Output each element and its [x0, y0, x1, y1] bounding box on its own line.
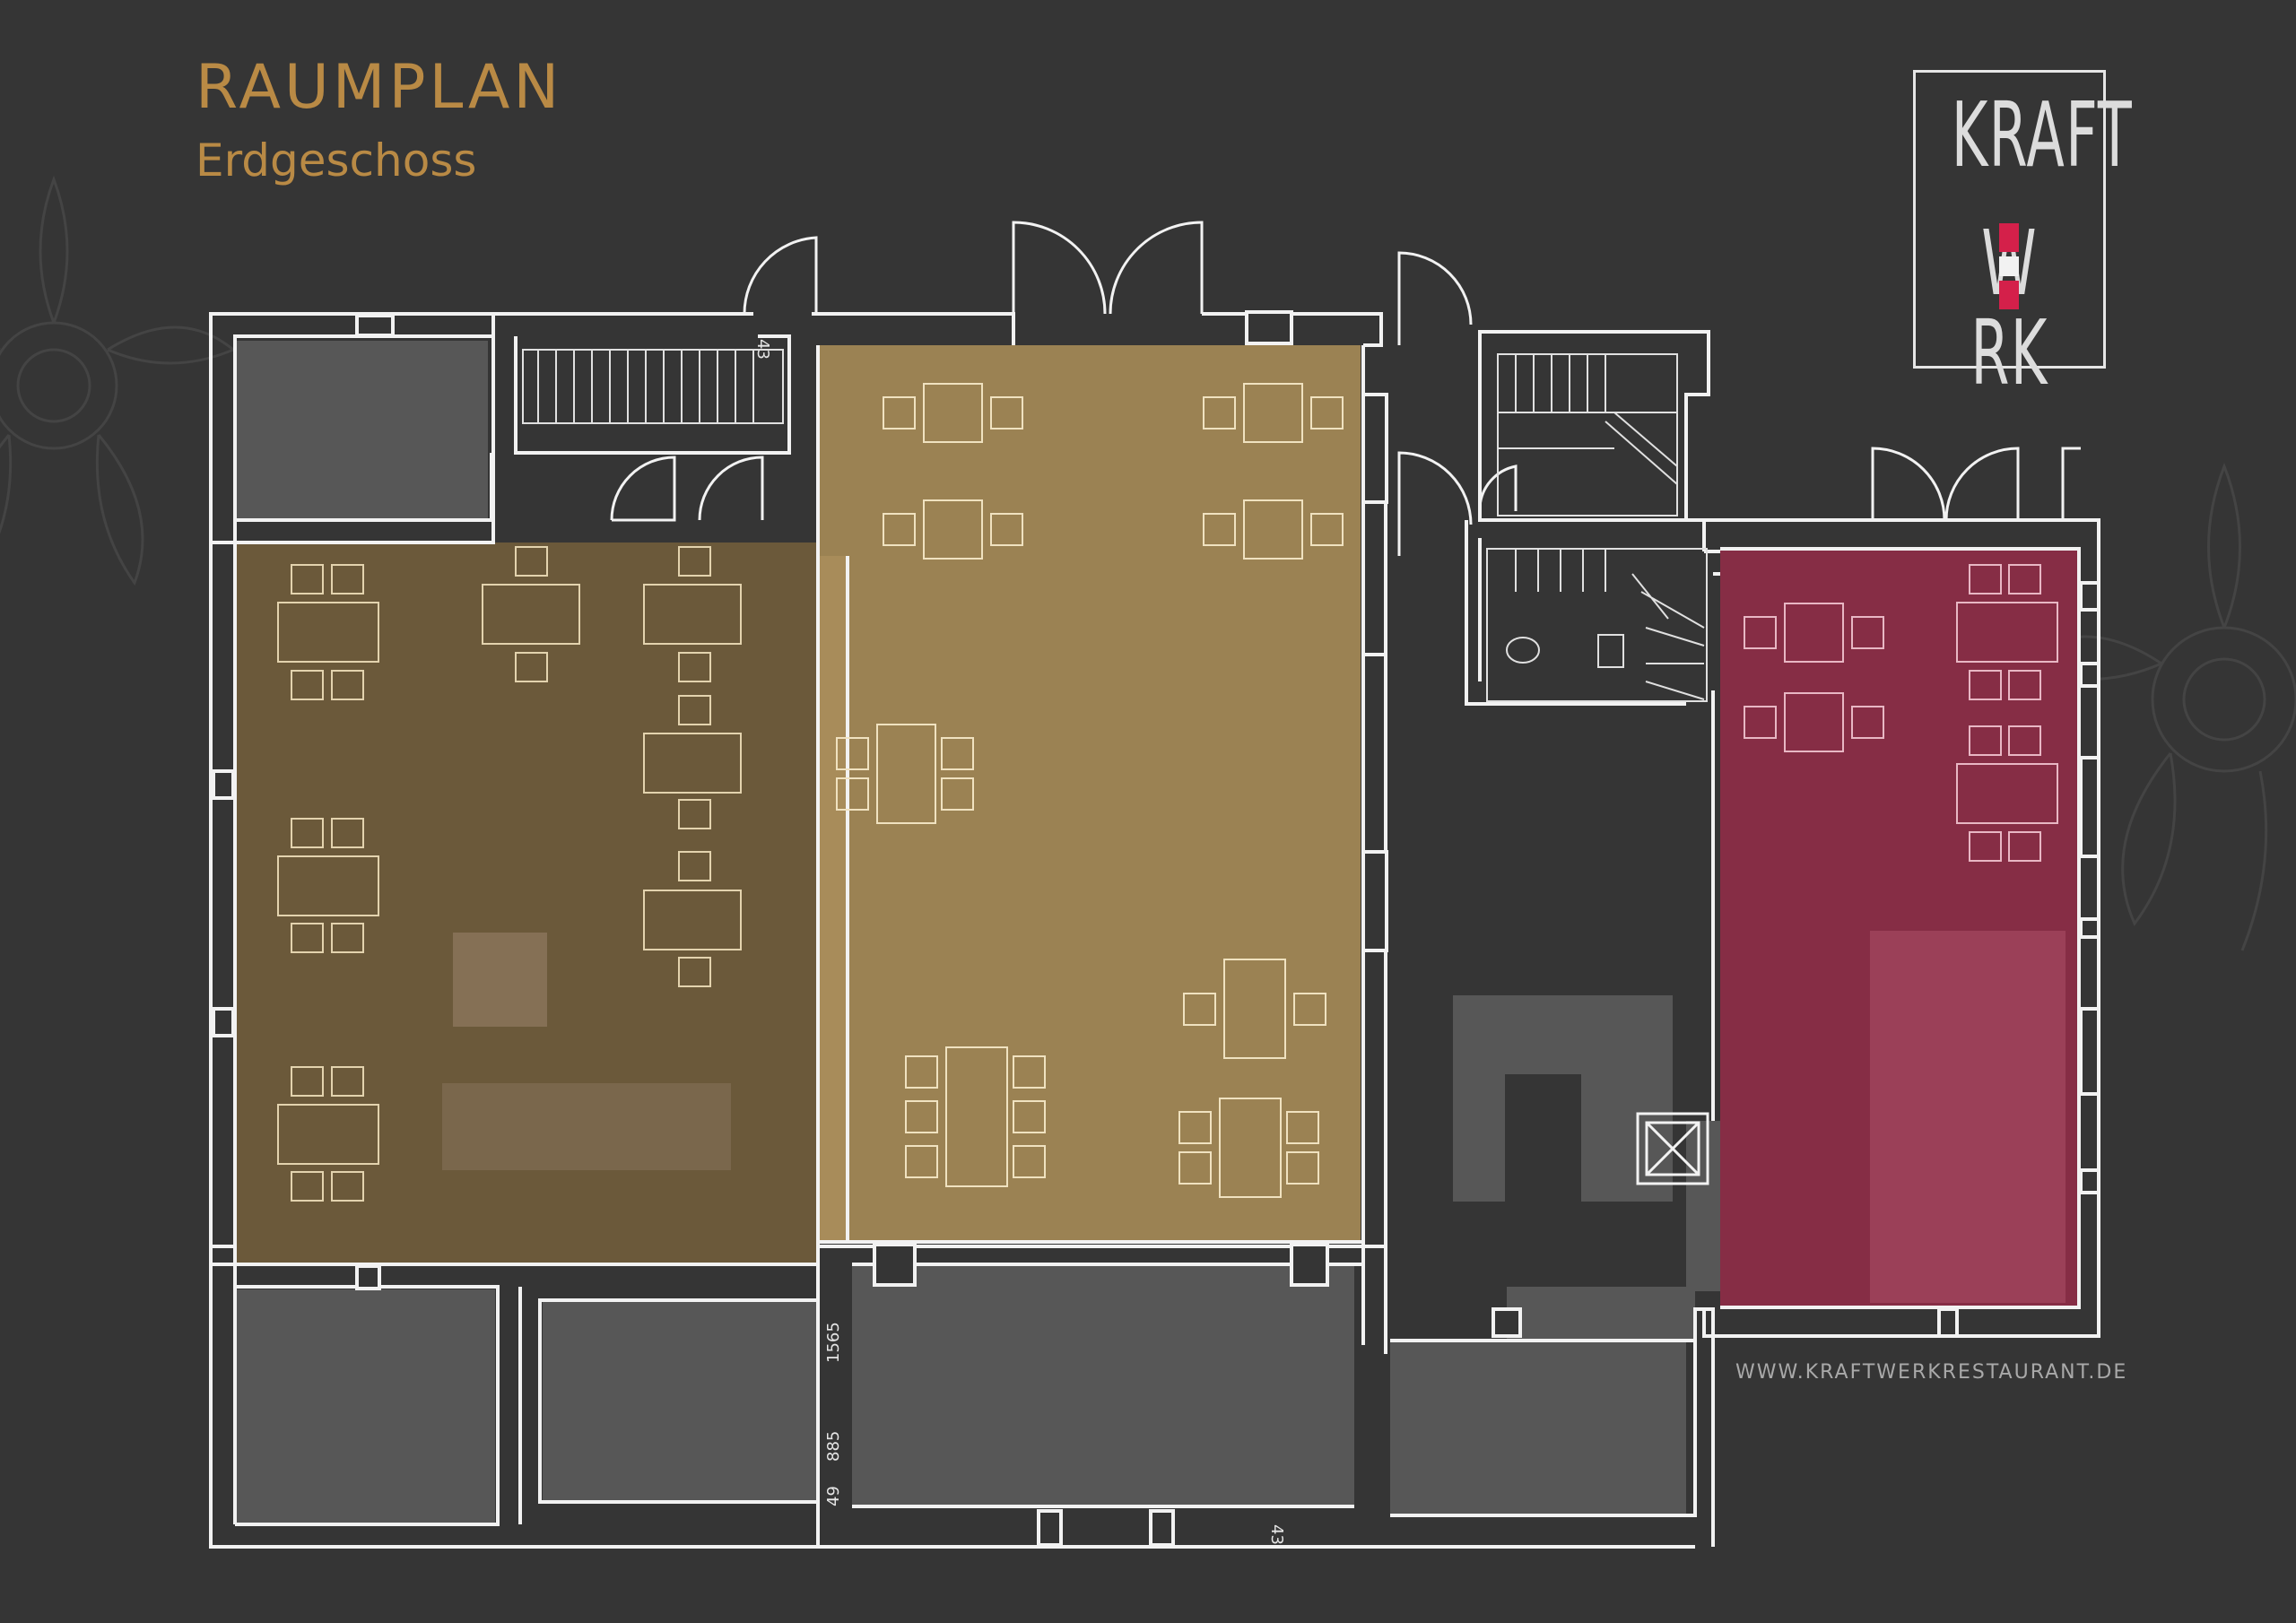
- chair: [331, 1171, 364, 1202]
- chair: [291, 1066, 324, 1097]
- table: [643, 890, 742, 950]
- room-gold-strip: [818, 556, 849, 1242]
- page-title: RAUMPLAN: [196, 52, 563, 123]
- logo-line-1: KRAFT: [1951, 82, 2133, 187]
- chair: [678, 799, 711, 829]
- table: [277, 602, 379, 663]
- wall-windows: [212, 310, 2100, 1547]
- dimension-label: 43: [753, 339, 772, 360]
- chair: [515, 546, 548, 577]
- elevator-icon: [1636, 1112, 1709, 1185]
- chair: [515, 652, 548, 682]
- chair: [678, 652, 711, 682]
- door-swings: [610, 221, 2081, 556]
- chair: [331, 1066, 364, 1097]
- dimension-label: 43: [1267, 1524, 1286, 1545]
- chair: [291, 564, 324, 595]
- table: [482, 584, 580, 645]
- chair: [678, 546, 711, 577]
- table: [277, 1104, 379, 1165]
- bar-counter-cutout: [1505, 1074, 1581, 1202]
- logo-accent-bar: [1999, 256, 2019, 276]
- chair: [331, 818, 364, 848]
- furniture-dark-room: [277, 546, 742, 1202]
- chair: [331, 923, 364, 953]
- dimension-label: 885: [824, 1431, 843, 1462]
- chair: [678, 957, 711, 987]
- chair: [291, 670, 324, 700]
- logo-accent-bar: [1999, 281, 2019, 309]
- edelweiss-decoration-icon: [0, 175, 2296, 951]
- table: [277, 855, 379, 916]
- furniture-red-room: [1744, 564, 2058, 862]
- chair: [331, 564, 364, 595]
- logo-accent-bar: [1999, 223, 2019, 252]
- chair: [291, 818, 324, 848]
- dimension-labels: 43 1565 885 49 43: [753, 339, 1286, 1545]
- dimension-label: 49: [824, 1486, 843, 1506]
- dimension-label: 1565: [824, 1322, 843, 1363]
- toilet-icon: [1506, 637, 1540, 664]
- page-subtitle: Erdgeschoss: [196, 135, 477, 187]
- table: [643, 584, 742, 645]
- walls: [209, 312, 2100, 1549]
- chair: [678, 851, 711, 881]
- stairs-icon: [522, 349, 1708, 702]
- room-dark-brown-accent-1: [453, 933, 547, 1027]
- chair: [678, 695, 711, 725]
- table: [643, 733, 742, 794]
- furniture-gold-room: [836, 383, 1344, 1198]
- chair: [331, 670, 364, 700]
- chair: [291, 1171, 324, 1202]
- logo-line-2: W RK: [1970, 219, 2048, 405]
- chair: [291, 923, 324, 953]
- website-url[interactable]: WWW.KRAFTWERKRESTAURANT.DE: [1735, 1361, 2128, 1384]
- sink-icon: [1597, 634, 1624, 668]
- room-dark-brown-accent-2: [442, 1083, 731, 1170]
- room-gold: [818, 345, 1361, 1242]
- room-red-stage: [1870, 931, 2066, 1303]
- kraftwerk-logo: KRAFT W RK: [1913, 70, 2133, 398]
